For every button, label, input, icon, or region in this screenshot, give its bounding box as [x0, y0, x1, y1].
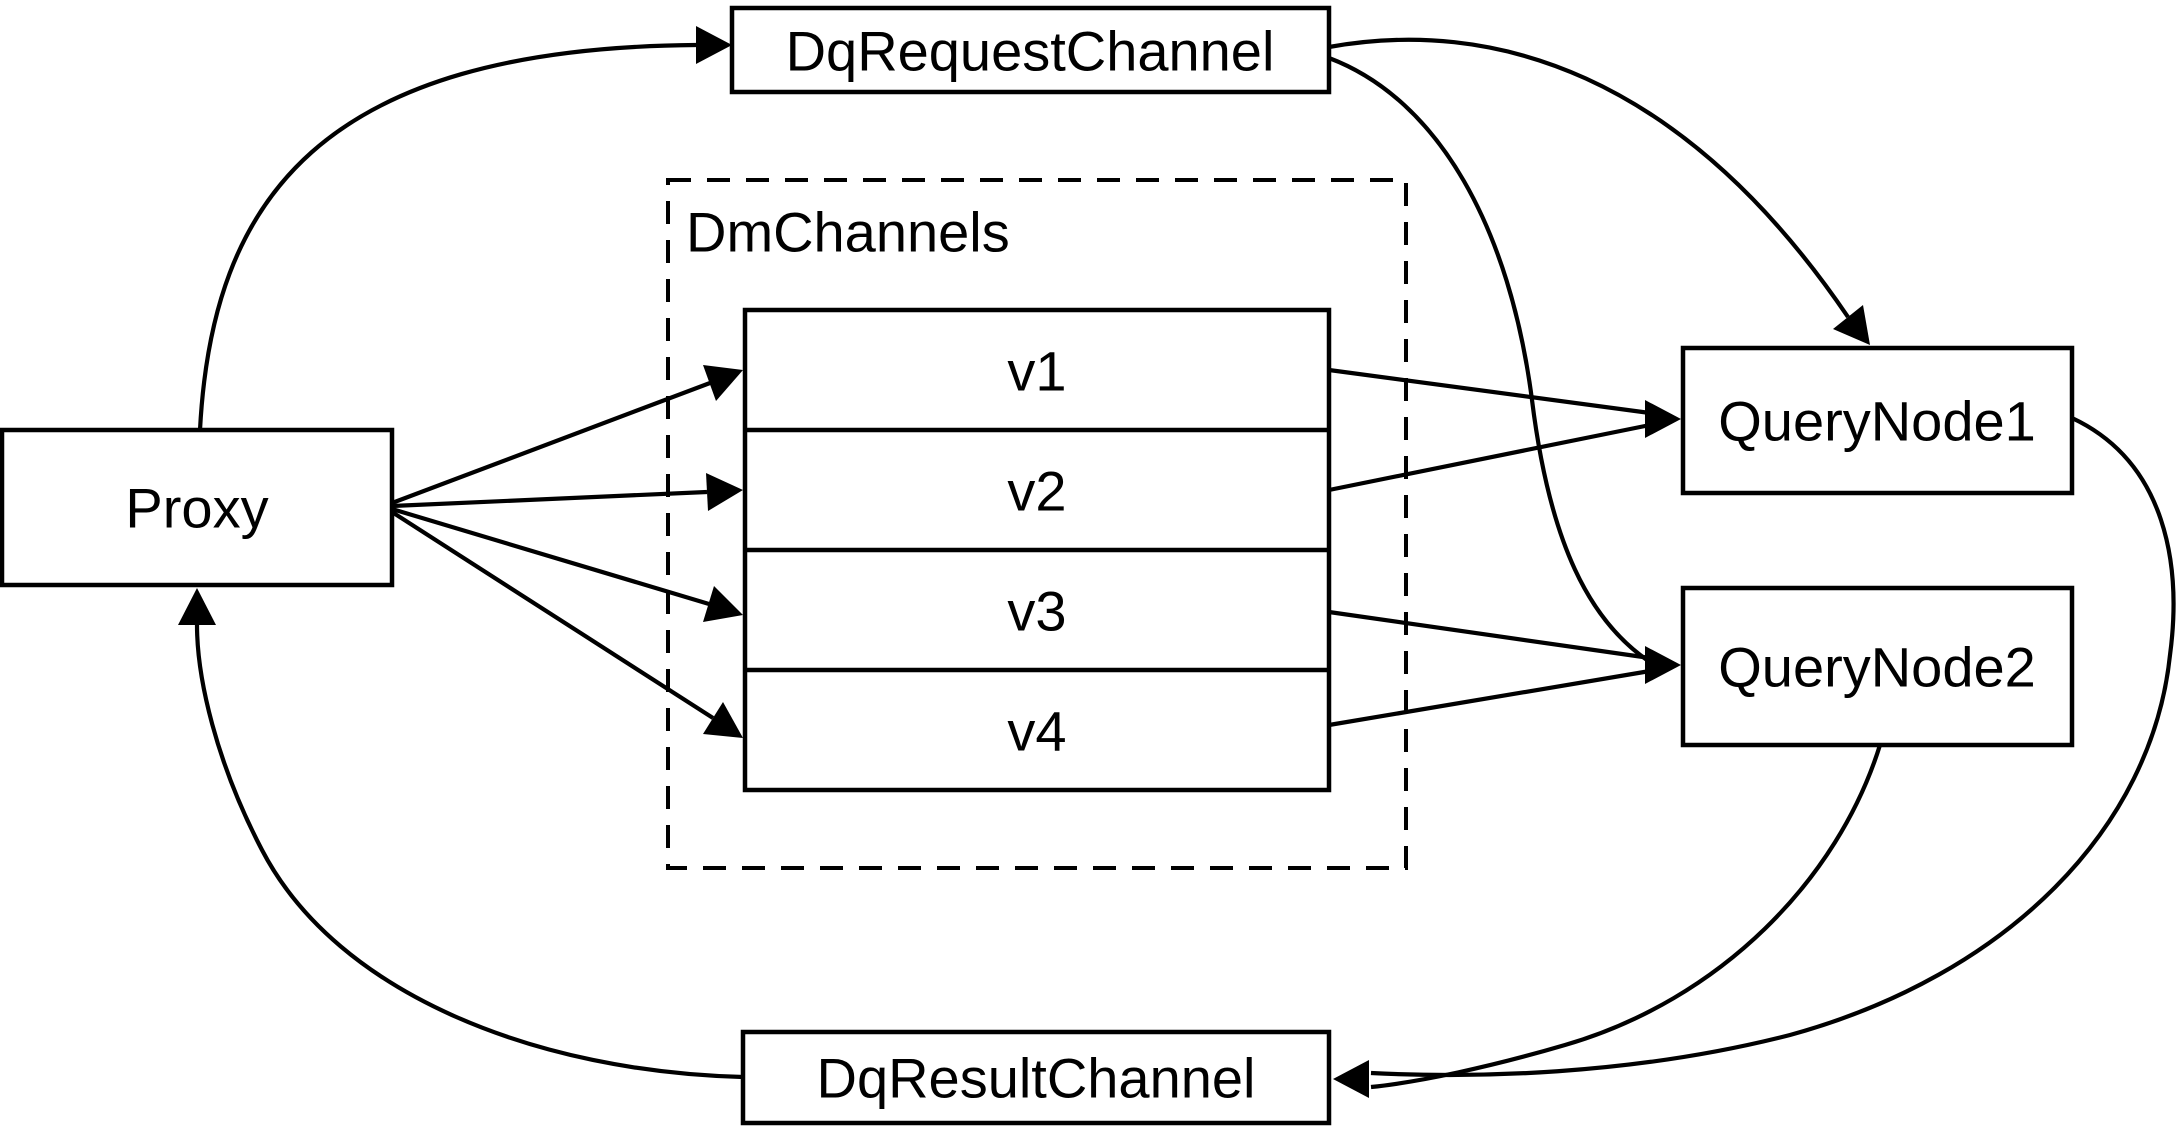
node-channel-stack: v1 v2 v3 v4	[742, 307, 1332, 793]
edge-line	[391, 506, 710, 607]
edge-proxy-to-v1	[391, 365, 743, 505]
edge-querynode1-to-dqresultchannel	[1370, 416, 2176, 1078]
edge-line	[390, 510, 715, 720]
dq-request-channel-box	[729, 5, 1332, 95]
edge-line	[1328, 609, 1651, 661]
channel-v2-label: v2	[1007, 460, 1066, 523]
edge-line	[391, 489, 708, 509]
arrowhead	[706, 473, 743, 511]
node-query-node-1: QueryNode1	[1680, 345, 2075, 496]
arrowhead	[1833, 305, 1870, 345]
arrowhead	[703, 586, 743, 622]
query-node-2-label: QueryNode2	[1718, 636, 2036, 699]
edge-dqresultchannel-to-proxy	[178, 588, 744, 1080]
edge-line	[1370, 416, 2176, 1078]
proxy-box	[0, 427, 395, 588]
edge-proxy-to-dqrequestchannel	[197, 26, 732, 431]
edge-dqrequestchannel-to-querynode1	[1328, 37, 1870, 345]
dq-result-channel-label: DqResultChannel	[817, 1047, 1256, 1110]
dq-request-channel-label: DqRequestChannel	[786, 20, 1275, 83]
arrowhead-into-querynode1	[1645, 400, 1681, 438]
edge-line	[1328, 422, 1651, 493]
edge-line	[1370, 744, 1883, 1090]
query-node-1-box	[1680, 345, 2075, 496]
edge-line	[391, 381, 711, 505]
edge-line	[1328, 37, 1850, 319]
channel-v1-label: v1	[1007, 340, 1066, 403]
channel-v3-label: v3	[1007, 580, 1066, 643]
arrowhead	[703, 365, 743, 401]
edge-proxy-to-v2	[391, 473, 743, 511]
edge-v4-to-querynode2	[1328, 668, 1651, 728]
dm-channels-label: DmChannels	[686, 201, 1010, 264]
channel-v4-label: v4	[1007, 700, 1066, 763]
arrowhead	[703, 702, 743, 738]
node-dq-request-channel: DqRequestChannel	[729, 5, 1332, 95]
arrowhead	[696, 26, 732, 64]
edge-dqrequestchannel-to-querynode2	[1328, 56, 1649, 662]
arrowhead	[178, 588, 216, 625]
arrowhead-into-querynode2	[1645, 646, 1681, 684]
edge-line	[1328, 367, 1651, 416]
edge-line	[1328, 668, 1651, 728]
edge-proxy-to-v3	[391, 506, 743, 622]
edge-line	[1328, 56, 1649, 662]
node-proxy: Proxy	[0, 427, 395, 588]
dq-result-channel-box	[740, 1029, 1332, 1126]
edge-v1-to-querynode1	[1328, 367, 1651, 416]
edge-querynode2-to-dqresultchannel	[1370, 744, 1883, 1090]
edge-line	[194, 624, 744, 1080]
dm-channels-group: DmChannels	[666, 178, 1408, 870]
proxy-label: Proxy	[125, 477, 268, 540]
edge-v2-to-querynode1	[1328, 422, 1651, 493]
edge-proxy-to-v4	[390, 510, 743, 738]
node-dq-result-channel: DqResultChannel	[740, 1029, 1332, 1126]
node-query-node-2: QueryNode2	[1680, 585, 2075, 748]
query-node-2-box	[1680, 585, 2075, 748]
arrowhead-into-dqresultchannel	[1333, 1060, 1369, 1098]
edge-v3-to-querynode2	[1328, 609, 1651, 661]
edge-line	[197, 42, 697, 431]
query-node-1-label: QueryNode1	[1718, 390, 2036, 453]
dm-channels-dashed-border	[666, 178, 1408, 870]
